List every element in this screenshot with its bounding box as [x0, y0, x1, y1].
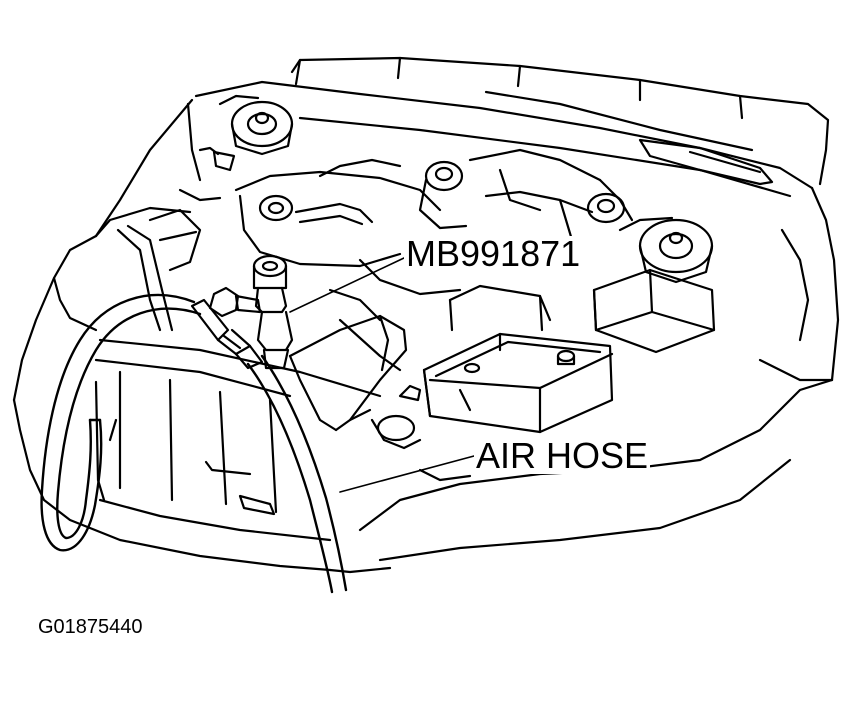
hose-coupler: [190, 298, 264, 370]
left-strut-tower: [218, 94, 294, 156]
tester-gauge: [208, 254, 294, 370]
tester-label: MB991871: [404, 233, 583, 274]
battery: [422, 284, 614, 434]
right-fender: [758, 186, 840, 382]
tool-leader-line: [289, 257, 405, 313]
raised-hood: [290, 56, 830, 186]
left-fender: [12, 98, 202, 402]
air-intake-duct: [288, 314, 408, 432]
engine-assembly: [116, 146, 634, 482]
front-bumper: [12, 378, 834, 574]
hose-leader-line: [339, 455, 475, 493]
figure-id: G01875440: [38, 616, 143, 638]
air-hose-label: AIR HOSE: [474, 435, 651, 476]
air-hose: [40, 293, 348, 594]
right-strut-tower: [618, 216, 714, 284]
cowl-panel: [194, 80, 814, 198]
fuse-box: [592, 268, 716, 354]
leader-lines: [289, 257, 475, 493]
radiator-support: [94, 338, 382, 516]
